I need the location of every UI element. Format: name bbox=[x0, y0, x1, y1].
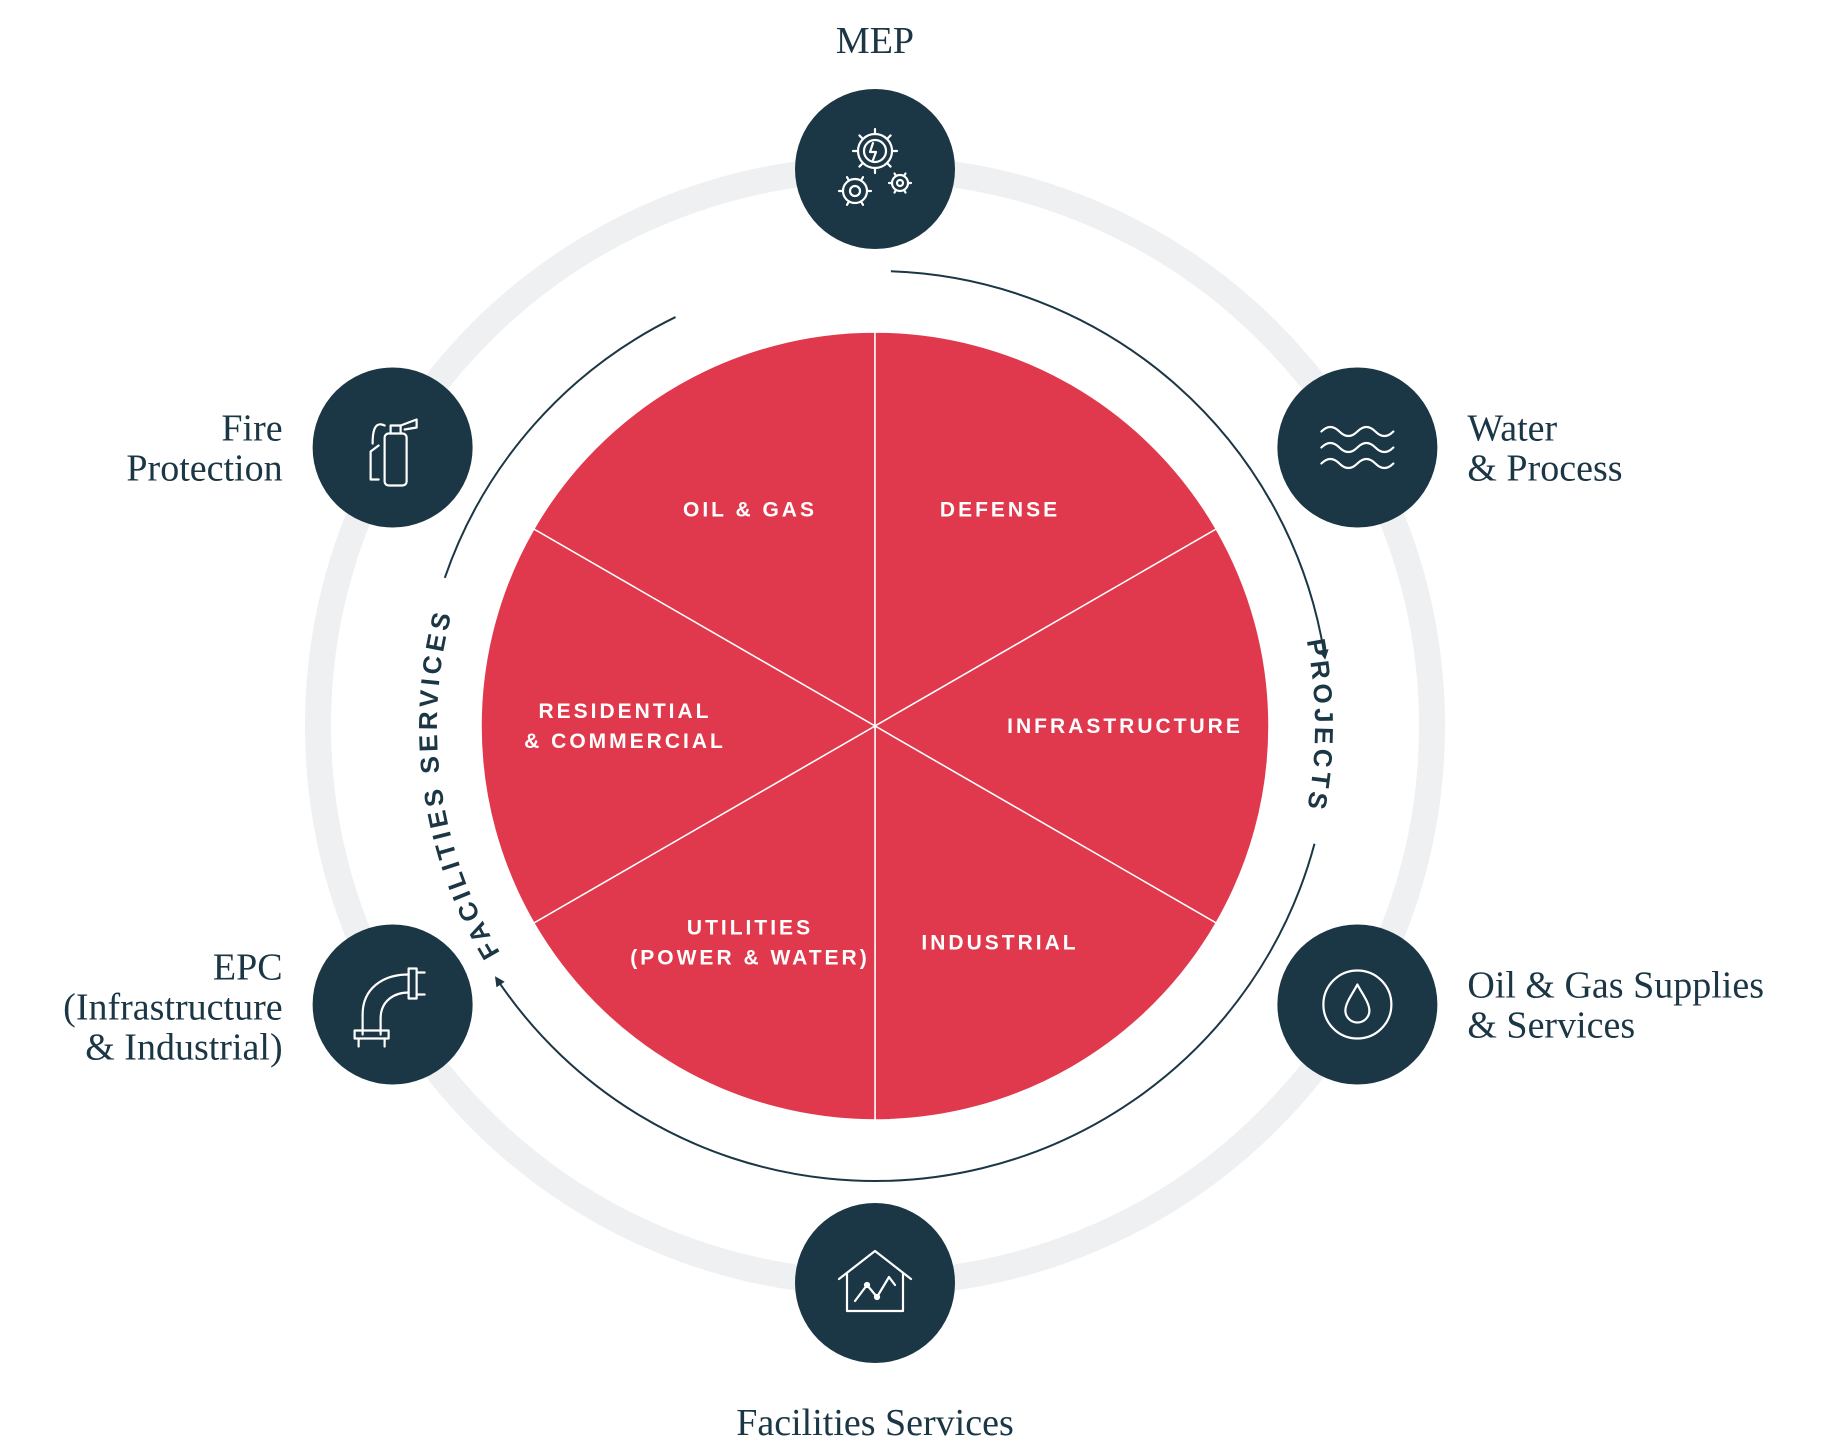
node-circle-epc bbox=[312, 924, 473, 1085]
node-epc: EPC(Infrastructure& Industrial) bbox=[63, 924, 473, 1085]
sector-infrastructure bbox=[873, 527, 1270, 925]
node-circle-oil-gas-supplies bbox=[1277, 924, 1438, 1085]
facilities-arc bbox=[494, 976, 828, 1180]
sector-residential-commercial bbox=[480, 527, 877, 925]
pipe-elbow-icon bbox=[353, 967, 426, 1048]
sector-label-industrial: INDUSTRIAL bbox=[921, 932, 1078, 955]
facilities-arc-tail bbox=[443, 316, 676, 579]
sector-pie bbox=[480, 331, 1270, 1121]
sector-labels: OIL & GAS DEFENSE INFRASTRUCTURE INDUSTRIAL… bbox=[524, 498, 1243, 970]
node-label-facilities-services: Facilities Services bbox=[736, 1402, 1014, 1442]
sector-label-infrastructure: INFRASTRUCTURE bbox=[1007, 715, 1243, 738]
projects-arc-tail bbox=[827, 843, 1316, 1182]
node-label-oil-gas-supplies: Oil & Gas Supplies& Services bbox=[1467, 965, 1764, 1047]
sector-label-defense: DEFENSE bbox=[940, 498, 1060, 521]
projects-arc-label: PROJECTS bbox=[1301, 636, 1339, 815]
node-facilities-services: Facilities Services bbox=[736, 1203, 1014, 1442]
sector-label-oil-gas: OIL & GAS bbox=[683, 498, 817, 521]
sector-label-utilities: UTILITIES(POWER & WATER) bbox=[630, 917, 869, 970]
node-circle-facilities-services bbox=[795, 1203, 955, 1363]
projects-arc bbox=[890, 270, 1329, 660]
sector-oil-gas bbox=[532, 331, 876, 728]
node-label-water-process: Water& Process bbox=[1467, 408, 1622, 490]
sector-label-residential-commercial: RESIDENTIAL& COMMERCIAL bbox=[524, 700, 726, 753]
sector-industrial bbox=[874, 724, 1218, 1121]
sector-defense bbox=[874, 331, 1218, 728]
droplet-icon bbox=[1322, 969, 1393, 1040]
gears-bolt-icon bbox=[837, 127, 913, 206]
house-chart-icon bbox=[837, 1249, 913, 1313]
node-label-epc: EPC(Infrastructure& Industrial) bbox=[63, 947, 282, 1069]
waves-icon bbox=[1320, 425, 1395, 470]
node-mep: MEP bbox=[795, 20, 955, 249]
node-label-mep: MEP bbox=[836, 20, 914, 62]
node-oil-gas-supplies: Oil & Gas Supplies& Services bbox=[1277, 924, 1764, 1085]
fire-extinguisher-icon bbox=[369, 418, 418, 487]
node-water-process: Water& Process bbox=[1277, 367, 1623, 528]
node-circle-fire-protection bbox=[312, 367, 473, 528]
sector-utilities bbox=[532, 724, 876, 1121]
